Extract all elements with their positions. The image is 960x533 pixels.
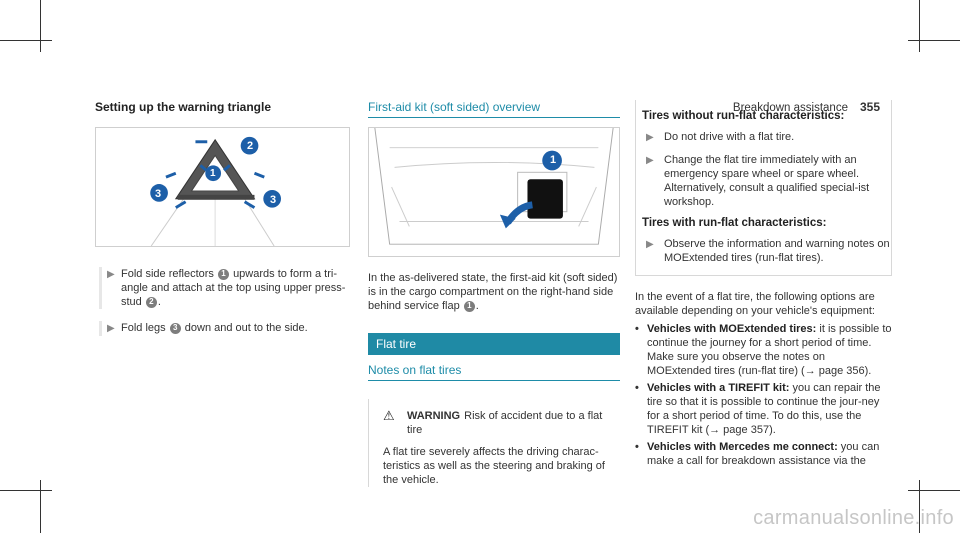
crop-mark <box>0 490 52 491</box>
list-item-text: Vehicles with Mercedes me connect: you c… <box>647 441 880 467</box>
step-text: Change the flat tire immediately with an… <box>664 154 870 208</box>
crop-mark <box>908 490 960 491</box>
cargo-compartment-illustration: 1 <box>368 127 620 257</box>
column-first-aid: First-aid kit (soft sided) overview 1 In… <box>368 100 620 487</box>
callout-number: 1 <box>218 268 229 280</box>
callout-label: 2 <box>247 140 254 152</box>
list-item-text: Vehicles with MOExtended tires: it is po… <box>647 323 892 377</box>
play-arrow-icon: ▶ <box>646 239 654 250</box>
warning-triangle-illustration: 1 2 3 3 <box>95 127 350 247</box>
page-header: Breakdown assistance 355 <box>733 100 880 114</box>
play-arrow-icon: ▶ <box>646 155 654 166</box>
section-heading: First-aid kit (soft sided) overview <box>368 100 620 118</box>
callout-number: 1 <box>463 300 475 312</box>
warning-triangle-drawing <box>150 136 282 246</box>
warning-body: A flat tire severely affects the driving… <box>383 446 605 486</box>
instruction-step: ▶ Change the flat tire immediately with … <box>642 153 891 209</box>
bullet-dot-icon: • <box>635 323 639 335</box>
callout-number: 2 <box>145 296 157 308</box>
step-text: Fold legs 3 down and out to the side. <box>121 322 308 334</box>
play-arrow-icon: ▶ <box>646 132 654 143</box>
crop-mark <box>919 480 920 533</box>
column-warning-triangle: Setting up the warning triangle 1 2 3 3 … <box>95 100 350 336</box>
step-text: Observe the information and warning note… <box>664 238 890 264</box>
section-heading: Setting up the warning triangle <box>95 100 272 114</box>
bullet-dot-icon: • <box>635 382 639 394</box>
step-text: Do not drive with a flat tire. <box>664 131 795 143</box>
column-flat-tire: Tires without run-flat characteristics: … <box>635 100 892 468</box>
list-item: • Vehicles with Mercedes me connect: you… <box>635 440 892 468</box>
callout-label: 1 <box>550 154 557 166</box>
list-item: • Vehicles with MOExtended tires: it is … <box>635 322 892 378</box>
step-text: Fold side reflectors 1 upwards to form a… <box>121 268 346 308</box>
callout-label: 3 <box>270 194 277 206</box>
instruction-step: ▶ Fold legs 3 down and out to the side. <box>95 321 350 336</box>
section-band: Flat tire <box>368 333 620 355</box>
box-heading: Tires without run-flat characteristics: <box>642 110 845 122</box>
page-number: 355 <box>859 100 880 114</box>
list-item-text: Vehicles with a TIREFIT kit: you can rep… <box>647 382 881 436</box>
body-paragraph: In the event of a flat tire, the followi… <box>635 291 875 317</box>
callout-number: 3 <box>169 322 181 334</box>
list-item: • Vehicles with a TIREFIT kit: you can r… <box>635 381 892 437</box>
bullet-dot-icon: • <box>635 441 639 453</box>
box-heading: Tires with run-flat characteristics: <box>642 217 827 229</box>
crop-mark <box>40 480 41 533</box>
warning-triangle-icon: ⚠ <box>383 408 395 423</box>
crop-mark <box>0 40 52 41</box>
crop-mark <box>919 0 920 52</box>
crop-mark <box>40 0 41 52</box>
instruction-step: ▶ Do not drive with a flat tire. <box>642 130 891 145</box>
cargo-compartment-drawing <box>374 128 614 245</box>
callout-label: 1 <box>210 168 216 179</box>
play-arrow-icon: ▶ <box>99 321 121 336</box>
play-arrow-icon: ▶ <box>99 267 121 309</box>
section-title: Breakdown assistance <box>732 102 848 114</box>
instruction-step: ▶ Fold side reflectors 1 upwards to form… <box>95 267 350 309</box>
body-paragraph: In the as-delivered state, the first-aid… <box>368 272 618 312</box>
options-list: • Vehicles with MOExtended tires: it is … <box>635 322 892 468</box>
instruction-step: ▶ Observe the information and warning no… <box>642 237 891 265</box>
callout-label: 3 <box>155 188 162 200</box>
subsection-heading: Notes on flat tires <box>368 363 620 381</box>
crop-mark <box>908 40 960 41</box>
tire-instructions-box: Tires without run-flat characteristics: … <box>635 100 892 276</box>
watermark: carmanualsonline.info <box>753 507 954 529</box>
